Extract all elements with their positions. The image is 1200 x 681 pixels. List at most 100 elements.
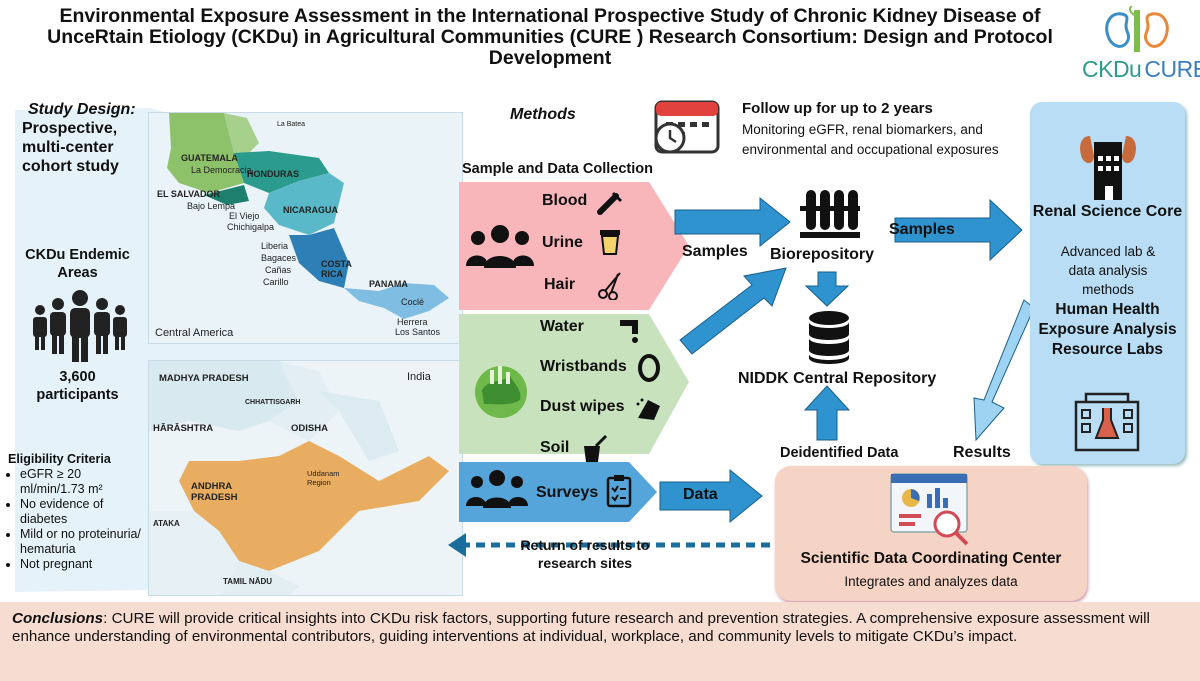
env-samples-box xyxy=(459,314,689,454)
sdcc-title: Scientific Data Coordinating Center xyxy=(800,550,1062,567)
eligibility-item: eGFR ≥ 20 ml/min/1.73 m² xyxy=(20,467,148,497)
collection-boxes xyxy=(459,182,689,522)
biorepo-to-niddk-arrow xyxy=(804,271,850,307)
return-results-label: Return of results to research sites xyxy=(520,537,650,571)
map-label: El Viejo xyxy=(229,211,260,221)
sdcc-panel: Scientific Data Coordinating Center Inte… xyxy=(775,466,1087,601)
blood-tube-icon xyxy=(597,191,623,215)
map-label: HĀRĀSHTRA xyxy=(153,423,214,434)
ckdu-cure-logo: CKDuCURE xyxy=(1082,5,1200,88)
renal-science-core-panel: Renal Science Core Advanced lab & data a… xyxy=(1030,102,1185,464)
calendar-clock-icon xyxy=(654,100,720,154)
samples-label-2: Samples xyxy=(889,221,955,238)
samples-label-1: Samples xyxy=(682,243,748,260)
bio-samples-box xyxy=(459,182,689,310)
sample-dust-wipes: Dust wipes xyxy=(540,398,625,415)
surveys-label: Surveys xyxy=(536,484,599,501)
map-label: Los Santos xyxy=(395,327,441,337)
collection-heading: Sample and Data Collection xyxy=(462,161,653,177)
map-label: CHHATTISGARH xyxy=(245,399,301,406)
soil-bucket-icon xyxy=(584,434,608,462)
participants-count: 3,600 participants xyxy=(10,368,145,404)
map-caption: India xyxy=(407,371,431,383)
map-label: Coclé xyxy=(401,297,425,307)
page-title: Environmental Exposure Assessment in the… xyxy=(47,5,1053,69)
env-to-biorepo-arrow xyxy=(679,267,787,355)
map-label: Bajo Lempa xyxy=(187,201,236,211)
sample-hair: Hair xyxy=(544,276,576,293)
renal-desc: Advanced lab & data analysis methods xyxy=(1060,244,1156,297)
sample-wristbands: Wristbands xyxy=(540,358,627,375)
logo-ckdu: CKDu xyxy=(1082,56,1142,82)
followup-text: Monitoring eGFR, renal biomarkers, and xyxy=(742,122,983,137)
map-label: NICARAGUA xyxy=(283,205,338,215)
data-label: Data xyxy=(683,486,718,503)
conclusions-text: : CURE will provide critical insights in… xyxy=(12,610,1150,645)
test-tubes-icon xyxy=(800,190,860,238)
environment-globe-icon xyxy=(475,366,527,418)
conclusions-label: Conclusions xyxy=(12,610,104,627)
map-label: ODISHA xyxy=(291,423,328,434)
database-icon xyxy=(809,311,849,364)
logo-text: CKDuCURE xyxy=(1082,56,1200,83)
flow-arrows xyxy=(448,196,1035,557)
renal-building-icon xyxy=(1080,136,1136,200)
map-label: EL SALVADOR xyxy=(157,189,221,199)
map-label: Chichigalpa xyxy=(227,222,275,232)
endemic-areas-heading: CKDu Endemic Areas xyxy=(25,247,130,281)
sample-soil: Soil xyxy=(540,439,570,456)
biorepository-label: Biorepository xyxy=(770,246,875,263)
eligibility-heading: Eligibility Criteria xyxy=(8,452,111,466)
sample-urine: Urine xyxy=(542,234,583,251)
map-label: PANAMA xyxy=(369,279,408,289)
kidney-logo-icon xyxy=(1105,5,1169,52)
map-label: Liberia xyxy=(261,241,289,251)
results-label: Results xyxy=(953,444,1011,461)
renal-title: Renal Science Core xyxy=(1032,203,1183,220)
map-label: Bagaces xyxy=(261,253,297,263)
people-group-icon xyxy=(466,225,534,268)
urine-cup-icon xyxy=(600,230,620,255)
people-group-icon xyxy=(466,470,528,508)
results-arrow xyxy=(973,299,1035,442)
map-label: MADHYA PRADESH xyxy=(159,373,249,384)
map-label: Uddanam Region xyxy=(307,469,340,487)
map-label: Herrera xyxy=(397,317,428,327)
map-label: GUATEMALA xyxy=(181,153,238,163)
deidentified-arrow xyxy=(803,385,851,441)
followup-title: Follow up for up to 2 years xyxy=(742,100,933,117)
scissors-icon xyxy=(598,272,621,300)
sdcc-desc: Integrates and analyzes data xyxy=(844,574,1018,589)
eligibility-criteria: Eligibility Criteria eGFR ≥ 20 ml/min/1.… xyxy=(8,452,148,572)
map-label: Cañas xyxy=(265,265,292,275)
study-design-heading: Study Design: xyxy=(28,101,136,118)
map-label: Carillo xyxy=(263,277,289,287)
water-tap-icon xyxy=(620,320,638,343)
return-arrow-head xyxy=(448,533,466,557)
map-label: ATAKA xyxy=(153,519,180,528)
niddk-label: NIDDK Central Repository xyxy=(738,370,937,387)
samples-to-renal-arrow xyxy=(894,198,1023,262)
participants-number: 3,600 xyxy=(59,369,96,385)
data-arrow xyxy=(659,468,763,524)
wristband-icon xyxy=(638,354,660,382)
survey-clipboard-icon xyxy=(606,475,632,508)
dust-wipe-icon xyxy=(636,398,660,420)
participants-unit: participants xyxy=(36,387,119,403)
map-caption: Central America xyxy=(155,327,234,339)
methods-heading: Methods xyxy=(510,106,576,123)
eligibility-item: Not pregnant xyxy=(20,557,148,572)
study-design: Study Design: Prospective, multi-center … xyxy=(22,100,152,176)
map-label: HONDURAS xyxy=(247,169,300,179)
deidentified-label: Deidentified Data xyxy=(780,445,899,461)
central-america-map: GUATEMALA La Democracia HONDURAS EL SALV… xyxy=(148,112,463,344)
conclusions-panel: Conclusions: CURE will provide critical … xyxy=(0,602,1200,681)
sample-blood: Blood xyxy=(542,192,588,209)
followup-text: environmental and occupational exposures xyxy=(742,142,999,157)
study-design-text: Prospective, multi-center cohort study xyxy=(22,120,119,175)
map-label: TAMIL NĀDU xyxy=(223,577,273,586)
eligibility-item: No evidence of diabetes xyxy=(20,497,148,527)
map-label: ANDHRA PRADESH xyxy=(191,481,238,503)
samples-arrow xyxy=(674,196,791,248)
logo-cure: CURE xyxy=(1144,56,1200,82)
